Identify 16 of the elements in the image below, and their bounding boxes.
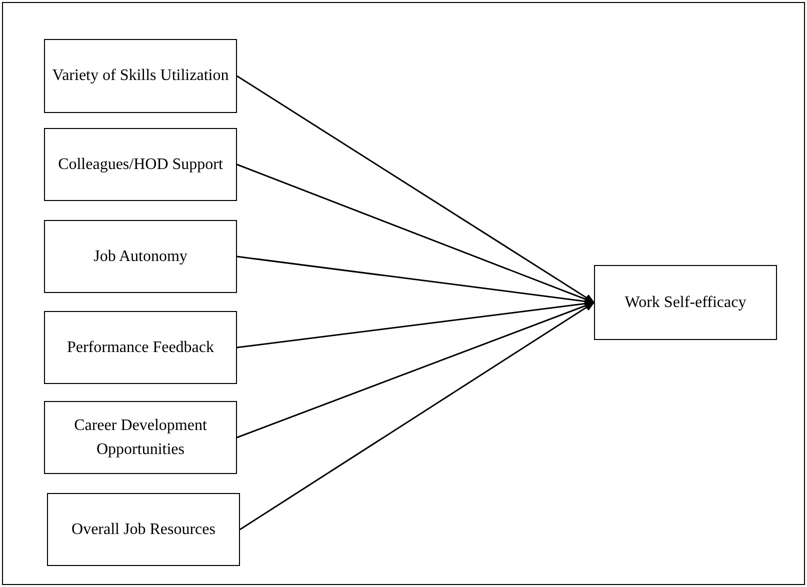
box-label: Variety of Skills Utilization [52, 66, 229, 86]
box-label: Work Self-efficacy [624, 292, 746, 312]
arrow [236, 75, 595, 304]
box-label: Overall Job Resources [72, 520, 216, 540]
variable-box [44, 311, 237, 384]
box-label: Career Development Opportunities [73, 416, 208, 460]
variable-box [44, 401, 237, 474]
box-label: Performance Feedback [66, 338, 214, 358]
variable-box [47, 493, 240, 566]
variable-box [44, 128, 237, 201]
variable-box [44, 220, 237, 293]
arrow [240, 302, 595, 530]
variable-box [44, 39, 237, 113]
variable-box [594, 265, 777, 340]
box-label: Colleagues/HOD Support [58, 154, 223, 174]
box-label: Job Autonomy [94, 246, 188, 266]
